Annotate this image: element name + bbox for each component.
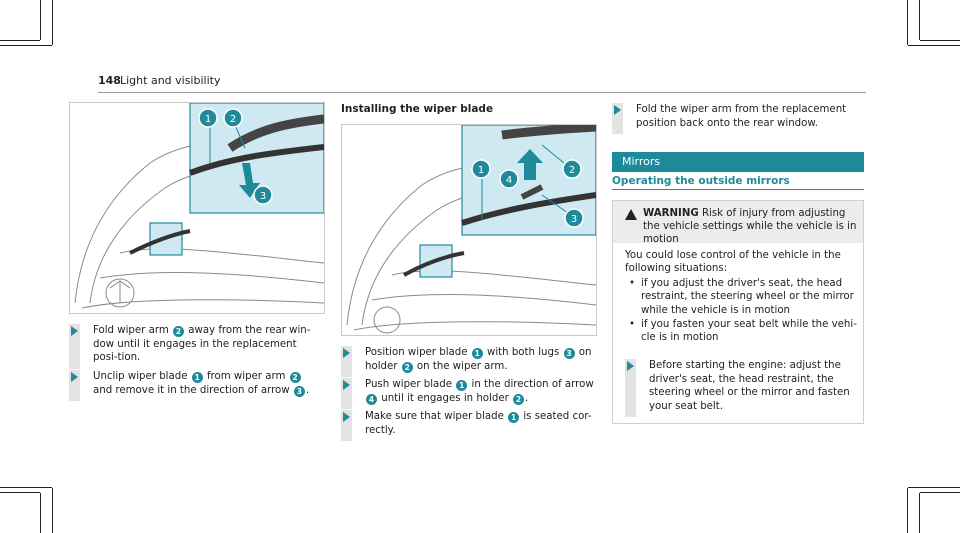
header-rule [98,92,866,93]
callout-badge: 3 [293,385,305,397]
warning-text: WARNING Risk of injury from adjusting th… [643,208,857,245]
car-rear-illustration: 1 2 3 [74,103,324,309]
crop-mark [0,45,52,46]
step-bar [341,410,352,442]
crop-mark [907,0,908,45]
callout-badge: 3 [563,348,575,359]
callout-badge: 4 [366,393,377,405]
wiper-removal-figure: 1 2 3 [69,102,325,314]
warning-triangle-icon [625,209,637,220]
subheading-rule [612,189,864,190]
crop-mark [0,40,40,41]
crop-mark [0,492,40,493]
callout-badge: 2 [401,361,413,373]
callout-3: 3 [260,191,266,202]
crop-mark [0,487,52,488]
step-arrow-icon [343,412,350,422]
callout-4: 4 [506,175,512,186]
callout-badge: 1 [508,412,520,423]
warning-bullet: if you adjust the driver's seat, the hea… [629,277,865,317]
installing-heading: Installing the wiper blade [341,103,494,115]
step-bar [69,370,80,402]
step-arrow-icon [343,380,350,390]
callout-badge: 2 [513,393,525,405]
crop-mark [40,493,41,533]
step-arrow-icon [71,326,78,336]
step-bar [341,378,352,410]
install-step-1: Position wiper blade 1 with both lugs 3 … [341,346,595,378]
crop-mark [52,0,53,45]
callout-badge: 1 [471,348,483,359]
callout-badge: 2 [289,372,301,383]
crop-mark [919,0,920,40]
callout-2: 2 [569,165,575,176]
crop-mark [907,488,908,533]
warning-box: WARNING Risk of injury from adjusting th… [612,200,864,424]
fold-back-step: Fold the wiper arm from the replacement … [612,103,864,135]
removal-step-2: Unclip wiper blade 1 from wiper arm 2 an… [69,370,321,402]
crop-mark [52,488,53,533]
outside-mirrors-heading: Operating the outside mirrors [612,175,790,187]
crop-mark [908,45,960,46]
section-title: Light and visibility [120,74,221,87]
install-step-2: Push wiper blade 1 in the direction of a… [341,378,595,410]
callout-1: 1 [205,114,211,125]
callout-3: 3 [571,214,577,225]
crop-mark [908,487,960,488]
step-arrow-icon [614,105,621,115]
step-bar [69,324,80,369]
crop-mark [920,492,960,493]
step-bar [341,346,352,378]
warning-step: Before starting the engine: adjust the d… [625,359,859,418]
callout-1: 1 [478,165,484,176]
wiper-install-figure: 1 4 2 3 [341,124,597,336]
install-step-3: Make sure that wiper blade 1 is seated c… [341,410,595,442]
step-bar [612,103,623,135]
page-number: 148 [98,74,121,87]
callout-badge: 1 [456,380,468,391]
mirrors-section-header: Mirrors [612,152,864,172]
warning-body: You could lose control of the vehicle in… [625,250,841,275]
callout-badge: 1 [191,372,203,383]
step-arrow-icon [71,372,78,382]
step-bar [625,359,636,418]
crop-mark [40,0,41,40]
warning-header: WARNING Risk of injury from adjusting th… [613,201,863,245]
step-arrow-icon [343,348,350,358]
removal-step-1: Fold wiper arm 2 away from the rear win-… [69,324,321,369]
car-rear-install-illustration: 1 4 2 3 [346,125,596,334]
callout-2: 2 [230,114,236,125]
crop-mark [919,493,920,533]
crop-mark [920,40,960,41]
warning-bullet: if you fasten your seat belt while the v… [629,318,865,345]
step-arrow-icon [627,361,634,371]
callout-badge: 2 [173,326,185,337]
